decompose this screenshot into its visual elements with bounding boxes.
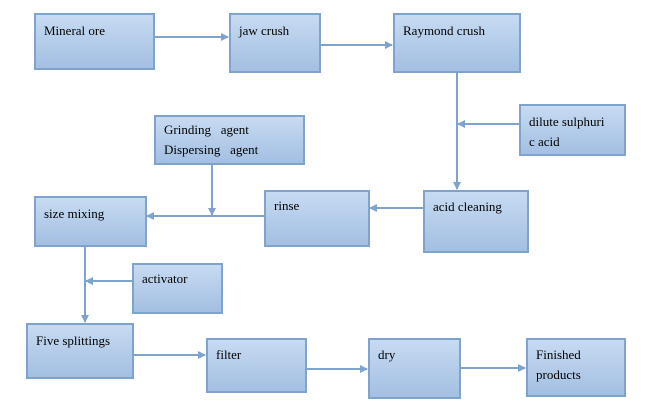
node-dry: dry — [368, 338, 461, 399]
node-label: Five splittings — [36, 333, 111, 348]
node-label: filter — [216, 347, 242, 362]
node-label: size mixing — [44, 206, 105, 221]
node-finished-products: Finished products — [526, 338, 626, 397]
node-label: dilute sulphuri — [529, 114, 605, 129]
node-label: acid cleaning — [433, 199, 502, 214]
node-jaw-crush: jaw crush — [229, 13, 321, 73]
node-label: c acid — [529, 134, 560, 149]
node-activator: activator — [132, 263, 223, 314]
node-label: Mineral ore — [44, 23, 106, 38]
node-label: jaw crush — [239, 23, 290, 38]
node-dilute-sulphuric-acid: dilute sulphuri c acid — [519, 104, 626, 156]
node-label: dry — [378, 347, 396, 362]
node-label: Dispersing agent — [164, 142, 259, 157]
node-rinse: rinse — [264, 190, 370, 247]
node-label: Raymond crush — [403, 23, 485, 38]
node-filter: filter — [206, 338, 307, 393]
node-raymond-crush: Raymond crush — [393, 13, 521, 73]
node-label: rinse — [274, 198, 300, 213]
node-size-mixing: size mixing — [34, 196, 147, 247]
node-mineral-ore: Mineral ore — [34, 13, 155, 70]
node-label: Grinding agent — [164, 122, 249, 137]
node-acid-cleaning: acid cleaning — [423, 190, 529, 253]
node-label: activator — [142, 271, 188, 286]
node-five-splittings: Five splittings — [26, 323, 134, 379]
node-label: products — [536, 367, 581, 382]
node-label: Finished — [536, 347, 581, 362]
